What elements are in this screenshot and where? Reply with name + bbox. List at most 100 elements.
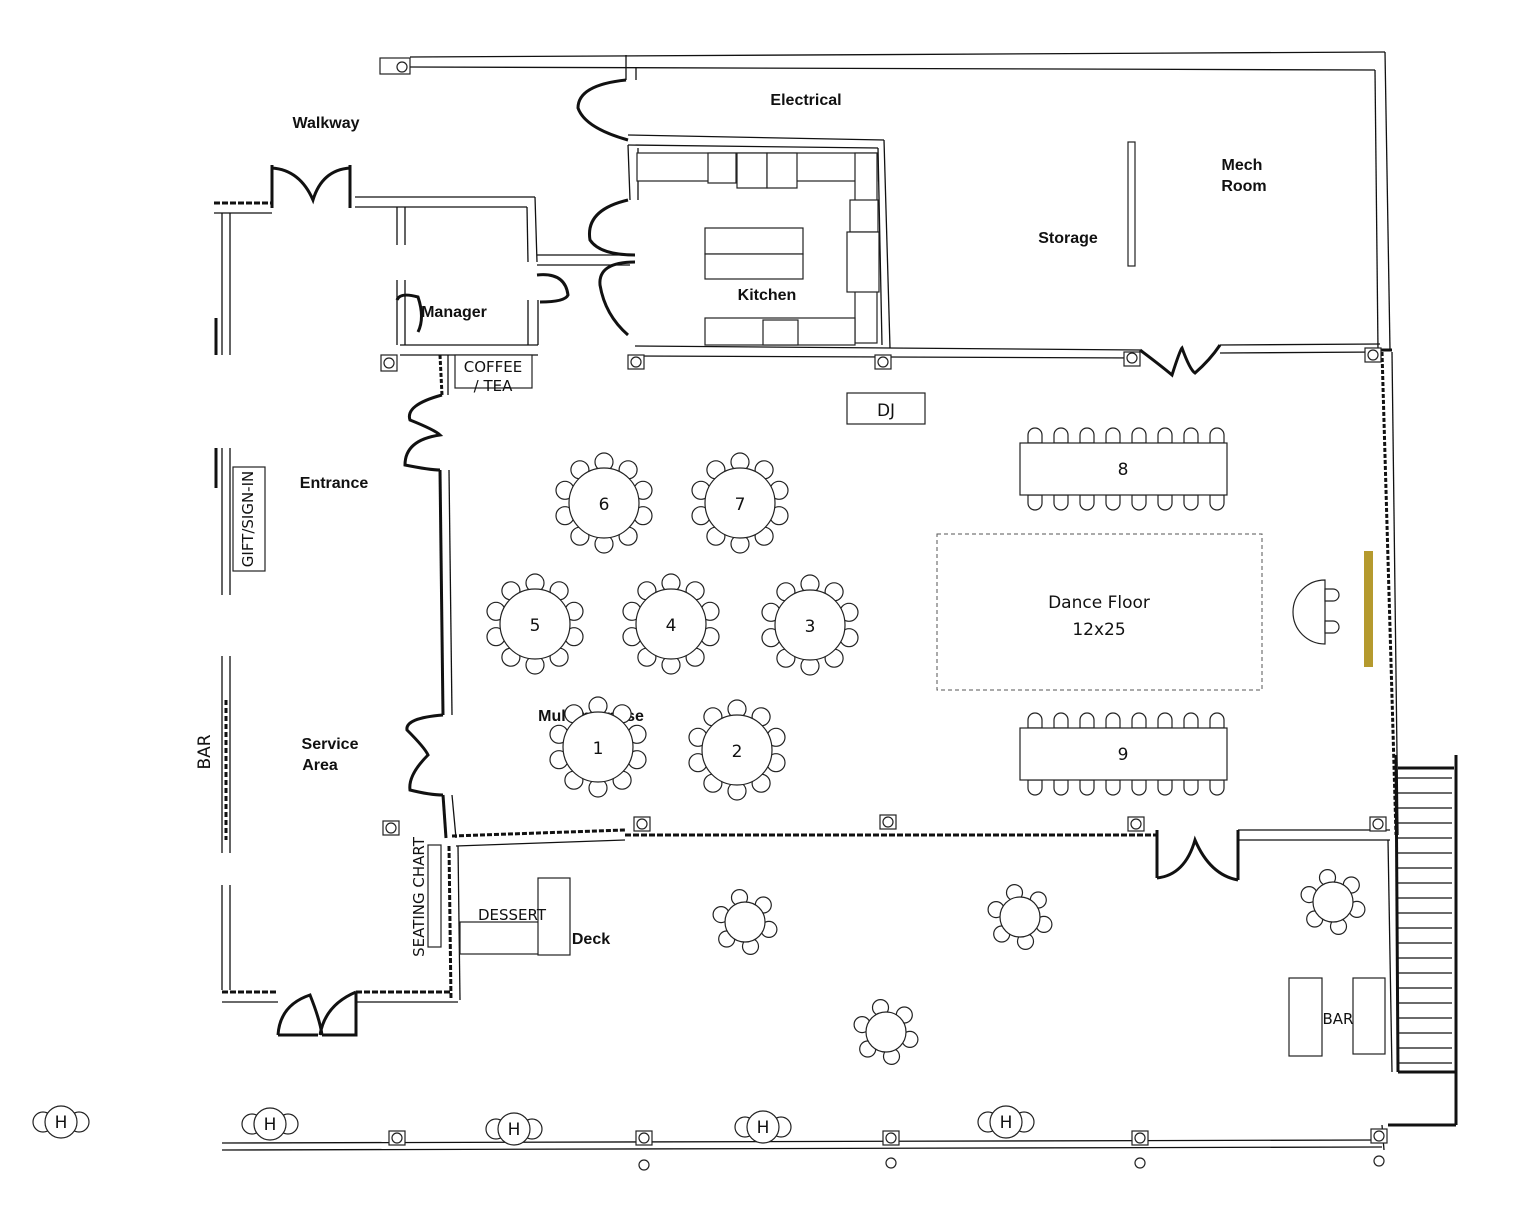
table-top <box>562 711 634 783</box>
heater-label: H <box>264 1115 277 1135</box>
chair <box>1027 427 1043 444</box>
entrance-label: Entrance <box>300 475 369 492</box>
seating-chart-label: SEATING CHART <box>410 836 428 957</box>
deck-bar-left[interactable] <box>1288 977 1323 1057</box>
manager-label: Manager <box>421 304 487 321</box>
round-table[interactable]: 7 <box>691 452 789 554</box>
cocktail-table[interactable] <box>1300 868 1366 936</box>
stage-accent <box>1364 551 1373 667</box>
chair <box>1157 712 1173 729</box>
chair <box>1183 712 1199 729</box>
table-top <box>999 896 1041 938</box>
stairs <box>1388 755 1458 1127</box>
chair <box>1053 494 1069 511</box>
chair <box>1209 779 1225 796</box>
dessert-label: DESSERT <box>478 906 547 924</box>
heater-top <box>746 1110 780 1144</box>
dance-floor-size: 12x25 <box>1072 620 1125 640</box>
table-top <box>635 588 707 660</box>
doors <box>271 78 1239 1037</box>
dessert-table-side <box>537 877 571 956</box>
chair <box>1105 779 1121 796</box>
cocktail-table[interactable] <box>987 883 1053 951</box>
chair <box>1053 427 1069 444</box>
table-number: 4 <box>666 616 677 636</box>
chair <box>1209 712 1225 729</box>
walkway-label: Walkway <box>293 115 360 132</box>
coffee-tea-station[interactable] <box>454 354 533 389</box>
table-number: 6 <box>599 495 610 515</box>
heater-label: H <box>508 1120 521 1140</box>
table-number: 8 <box>1118 460 1129 480</box>
round-table[interactable]: 5 <box>486 573 584 675</box>
tea-label: / TEA <box>474 377 513 395</box>
heater-top <box>989 1105 1023 1139</box>
chair <box>1053 779 1069 796</box>
chair <box>1131 427 1147 444</box>
chair <box>1027 712 1043 729</box>
gift-sign-in-label: GIFT/SIGN-IN <box>239 471 257 567</box>
coffee-label: COFFEE <box>464 358 523 376</box>
chair <box>1183 427 1199 444</box>
mech-room-label-2: Room <box>1221 178 1266 195</box>
long-table[interactable]: 8 <box>1019 427 1228 511</box>
dj-booth[interactable] <box>846 392 926 425</box>
dance-floor-label: Dance Floor <box>1048 593 1150 613</box>
table-number: 9 <box>1118 745 1129 765</box>
heater[interactable]: H <box>241 1107 299 1141</box>
table-top <box>865 1011 907 1053</box>
heater[interactable]: H <box>734 1110 792 1144</box>
table-number: 7 <box>735 495 746 515</box>
dance-floor[interactable] <box>936 533 1263 691</box>
heater[interactable]: H <box>32 1105 90 1139</box>
service-area-label-1: Service <box>302 736 359 753</box>
heater-top <box>253 1107 287 1141</box>
table-number: 3 <box>805 617 816 637</box>
chair <box>1157 427 1173 444</box>
chair <box>1157 779 1173 796</box>
chair <box>1079 712 1095 729</box>
round-table[interactable]: 1 <box>549 696 647 798</box>
table-top <box>704 467 776 539</box>
bar-left-label: BAR <box>195 734 215 769</box>
chair <box>1105 712 1121 729</box>
deck-label: Deck <box>572 931 610 948</box>
round-table[interactable]: 6 <box>555 452 653 554</box>
round-table[interactable]: 3 <box>761 574 859 676</box>
table-top <box>724 901 766 943</box>
deck-bar-right[interactable] <box>1352 977 1386 1055</box>
chair <box>1157 494 1173 511</box>
electrical-label: Electrical <box>770 92 841 109</box>
chair <box>1027 494 1043 511</box>
heater[interactable]: H <box>977 1105 1035 1139</box>
table-top <box>701 714 773 786</box>
chair <box>1131 712 1147 729</box>
heater-label: H <box>1000 1113 1013 1133</box>
chair <box>1209 427 1225 444</box>
heater-label: H <box>757 1118 770 1138</box>
table-top <box>1019 727 1228 781</box>
round-table[interactable]: 4 <box>622 573 720 675</box>
heater-top <box>44 1105 78 1139</box>
cocktail-table[interactable] <box>712 888 778 956</box>
chair <box>1079 494 1095 511</box>
table-top <box>1019 442 1228 496</box>
cocktail-table[interactable] <box>853 998 919 1066</box>
round-table[interactable]: 2 <box>688 699 786 801</box>
head-table <box>1292 579 1340 645</box>
seating-chart-easel[interactable] <box>427 844 442 948</box>
heater-label: H <box>55 1113 68 1133</box>
kitchen-fixtures <box>636 152 880 346</box>
chair <box>1105 427 1121 444</box>
long-table[interactable]: 9 <box>1019 712 1228 796</box>
chair <box>1131 779 1147 796</box>
heater[interactable]: H <box>485 1112 543 1146</box>
service-area-label-2: Area <box>302 757 338 774</box>
table-number: 5 <box>530 616 541 636</box>
gift-sign-in-table[interactable] <box>232 466 266 572</box>
storage-label: Storage <box>1038 230 1098 247</box>
chair <box>1209 494 1225 511</box>
